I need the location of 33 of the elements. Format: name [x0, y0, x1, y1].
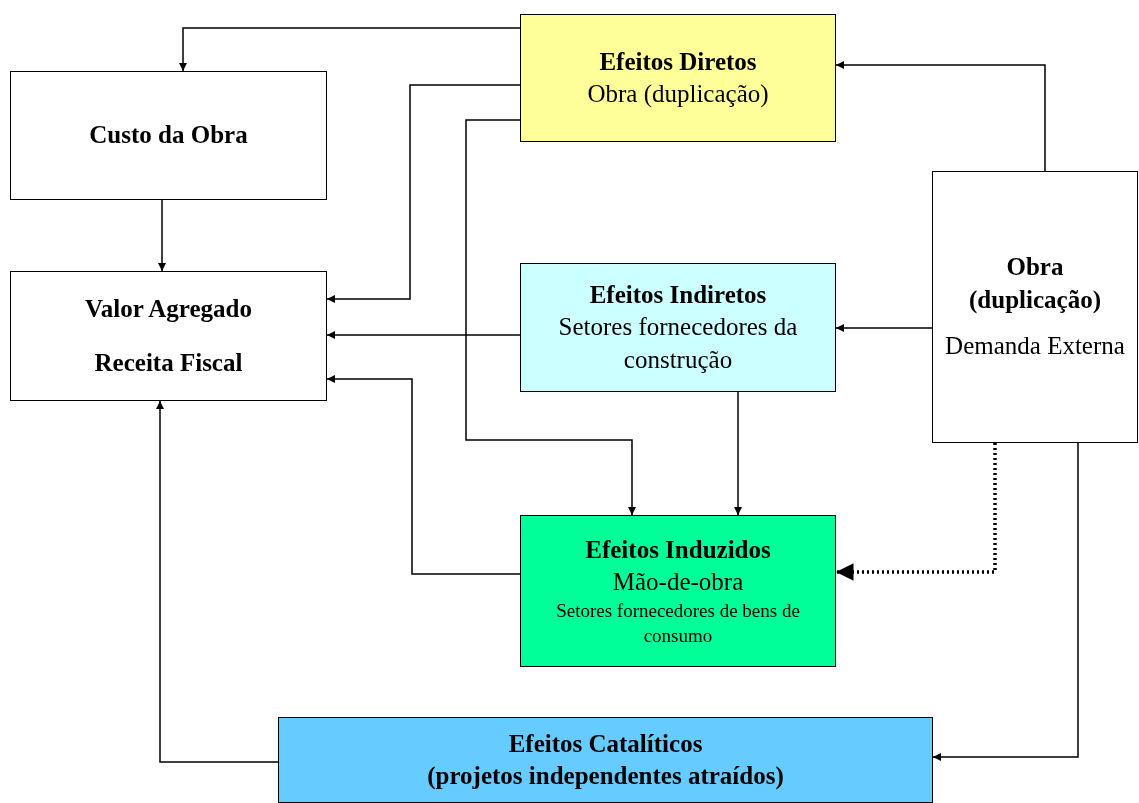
box-text: Mão-de-obra	[611, 567, 745, 598]
box-heading: Efeitos Induzidos	[584, 534, 772, 565]
arrow	[326, 375, 521, 575]
arrow	[156, 400, 279, 763]
process-box	[10, 71, 327, 200]
arrow	[326, 331, 521, 339]
arrow	[835, 61, 1046, 172]
arrow	[835, 324, 933, 332]
box-heading: Obra (duplicação)	[968, 252, 1102, 316]
box-heading: Efeitos Catalíticos	[507, 728, 704, 759]
process-box	[520, 515, 836, 667]
arrow	[326, 84, 521, 303]
box-text: Setores fornecedores de bens de consumo	[555, 598, 801, 648]
process-box	[10, 271, 327, 401]
box-text: Obra (duplicação)	[586, 79, 770, 110]
process-box	[520, 14, 836, 142]
box-heading: Efeitos Indiretos	[588, 279, 768, 310]
arrow	[932, 442, 1079, 761]
box-text: Demanda Externa	[944, 331, 1126, 362]
arrow	[734, 391, 742, 516]
arrow	[179, 27, 521, 72]
box-heading: Efeitos Diretos	[598, 46, 758, 77]
box-text: Receita Fiscal	[93, 348, 244, 378]
dotted-arrow	[836, 443, 997, 581]
arrow	[158, 199, 166, 272]
box-text: Setores fornecedores da construção	[557, 312, 799, 375]
process-box	[932, 171, 1138, 443]
box-heading: Valor Agregado	[84, 293, 253, 324]
process-box	[520, 263, 836, 392]
box-heading: Custo da Obra	[88, 120, 249, 151]
process-box	[278, 717, 933, 803]
box-text: (projetos independentes atraídos)	[426, 761, 785, 792]
arrow	[465, 119, 636, 516]
